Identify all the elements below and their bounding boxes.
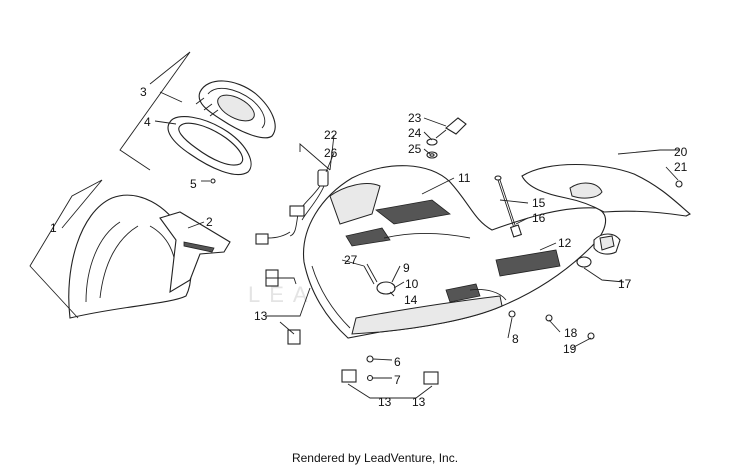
callout-20: 20 bbox=[674, 145, 688, 159]
callout-17: 17 bbox=[618, 277, 632, 291]
windshield-part bbox=[68, 194, 192, 319]
callout-15: 15 bbox=[532, 196, 546, 210]
side-panel-part bbox=[521, 164, 691, 217]
pad-part bbox=[423, 371, 439, 385]
callout-16: 16 bbox=[532, 211, 546, 225]
callout-2: 2 bbox=[206, 215, 213, 229]
callout-25: 25 bbox=[408, 142, 422, 156]
callout-13a: 13 bbox=[254, 309, 268, 323]
screw-part bbox=[545, 314, 553, 322]
callout-21: 21 bbox=[674, 160, 688, 174]
callout-4: 4 bbox=[144, 115, 151, 129]
screw-part bbox=[587, 332, 595, 340]
knob-part bbox=[576, 233, 621, 268]
wiring-harness-part bbox=[255, 169, 329, 245]
callout-18: 18 bbox=[564, 326, 578, 340]
callout-22: 22 bbox=[324, 128, 338, 142]
leader-lines bbox=[29, 51, 680, 399]
callout-26: 26 bbox=[324, 146, 338, 160]
bolt-part bbox=[675, 180, 683, 188]
callout-14: 14 bbox=[404, 293, 418, 307]
callout-5: 5 bbox=[190, 177, 197, 191]
callout-8: 8 bbox=[512, 332, 519, 346]
screw-spring-part bbox=[494, 175, 523, 238]
render-credit: Rendered by LeadVenture, Inc. bbox=[291, 451, 459, 465]
callout-3: 3 bbox=[140, 85, 147, 99]
screw-part bbox=[508, 310, 516, 318]
callout-24: 24 bbox=[408, 126, 422, 140]
screw-part bbox=[366, 374, 374, 382]
callout-1: 1 bbox=[50, 221, 57, 235]
screw-part bbox=[210, 178, 216, 184]
windshield-mount-part bbox=[159, 211, 231, 294]
callout-13c: 13 bbox=[412, 395, 426, 409]
ignition-key-part bbox=[426, 117, 467, 159]
callout-23: 23 bbox=[408, 111, 422, 125]
pad-part bbox=[287, 329, 301, 345]
hood-part bbox=[302, 165, 607, 339]
callout-9: 9 bbox=[403, 261, 410, 275]
pad-part bbox=[341, 369, 357, 383]
callout-10: 10 bbox=[405, 277, 419, 291]
gauge-assembly-part bbox=[195, 80, 276, 139]
callout-13b: 13 bbox=[378, 395, 392, 409]
screw-part bbox=[366, 355, 374, 363]
callout-19: 19 bbox=[563, 342, 577, 356]
callout-7: 7 bbox=[394, 373, 401, 387]
callout-27: 27 bbox=[344, 253, 358, 267]
callout-6: 6 bbox=[394, 355, 401, 369]
latch-part bbox=[363, 263, 396, 295]
callout-11: 11 bbox=[458, 171, 471, 185]
callout-12: 12 bbox=[558, 236, 572, 250]
callout-labels: 1 2 3 4 5 6 7 8 9 10 11 12 13 13 13 14 1… bbox=[50, 85, 688, 409]
gauge-bezel-part bbox=[167, 116, 252, 176]
